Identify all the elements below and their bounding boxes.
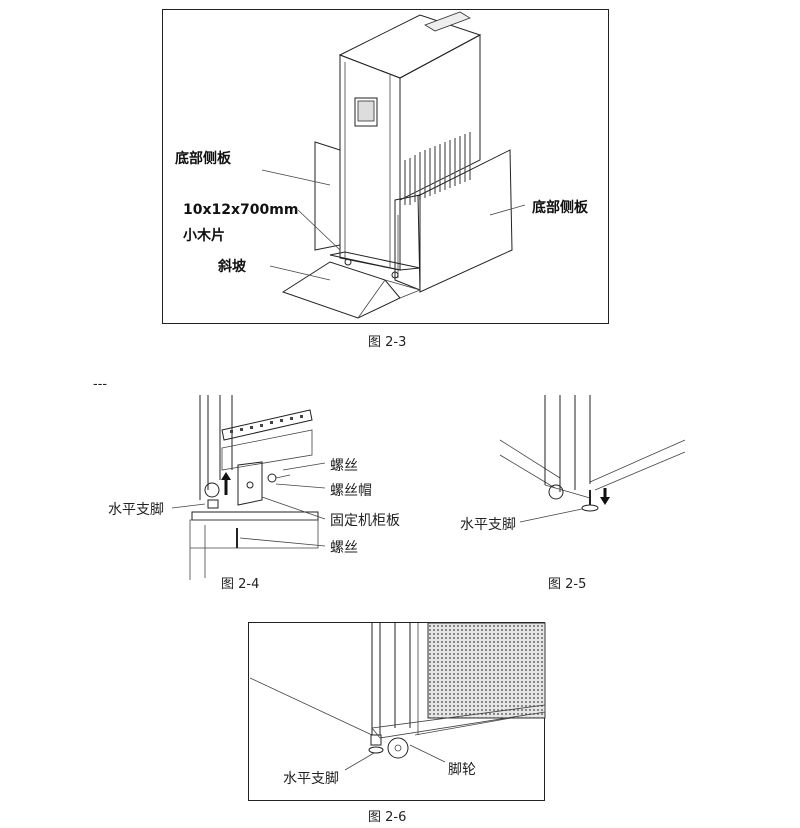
figure-2-3-frame xyxy=(162,9,609,324)
label-wood-size: 10x12x700mm xyxy=(183,202,299,218)
figure-2-5-caption: 图 2-5 xyxy=(548,577,587,592)
label-level-foot-2-5: 水平支脚 xyxy=(460,517,516,533)
label-fixing-plate: 固定机柜板 xyxy=(330,513,400,529)
label-bottom-side-panel-right: 底部侧板 xyxy=(532,200,588,216)
figure-2-4-caption: 图 2-4 xyxy=(221,577,260,592)
label-bottom-side-panel-left: 底部侧板 xyxy=(175,151,231,167)
separator: --- xyxy=(93,377,108,392)
label-ramp: 斜坡 xyxy=(218,259,246,275)
label-screw-bottom: 螺丝 xyxy=(330,540,358,556)
label-screw-top: 螺丝 xyxy=(330,458,358,474)
label-level-foot-2-4: 水平支脚 xyxy=(108,502,164,518)
label-screw-cap: 螺丝帽 xyxy=(330,483,372,499)
figure-2-6-caption: 图 2-6 xyxy=(368,810,407,825)
label-caster: 脚轮 xyxy=(448,762,476,778)
figure-2-3-caption: 图 2-3 xyxy=(368,335,407,350)
label-wood-piece: 小木片 xyxy=(183,228,225,244)
label-level-foot-2-6: 水平支脚 xyxy=(283,771,339,787)
